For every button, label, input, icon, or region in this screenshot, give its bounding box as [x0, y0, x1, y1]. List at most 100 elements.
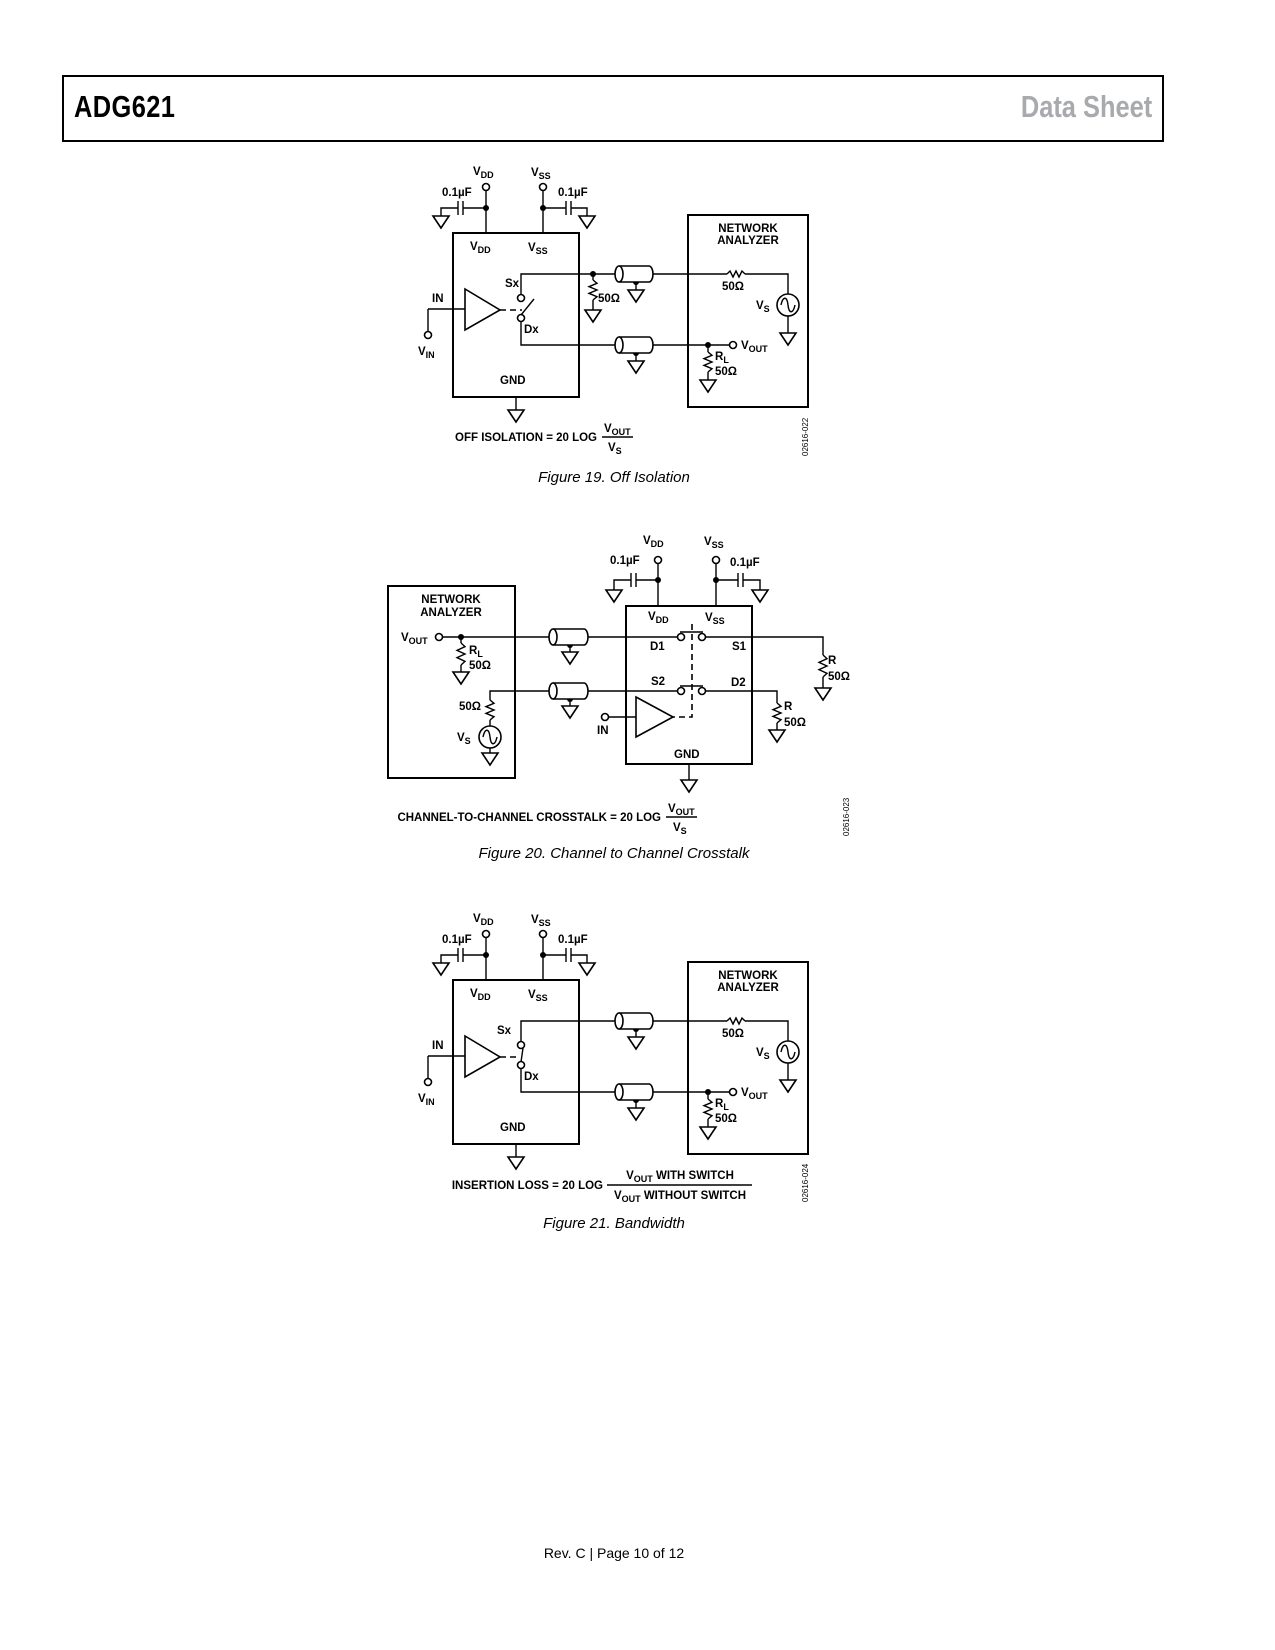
network-analyzer-box [387, 585, 516, 779]
ic-vdd-label: VDD [470, 988, 491, 1002]
figure-code: 02616-024 [801, 1163, 810, 1202]
wire [745, 1020, 789, 1041]
ic-package [452, 979, 580, 1145]
ground-icon [626, 289, 646, 304]
in-label: IN [432, 293, 444, 305]
sine-wave-icon [780, 1044, 796, 1060]
s1-label: S1 [732, 641, 747, 653]
figure-20-caption: Figure 20. Channel to Channel Crosstalk [478, 845, 750, 862]
dx-label: Dx [524, 1071, 539, 1083]
figure-20-crosstalk-diagram: VDD 0.1µF VSS 0.1µF VDD VSS D1 S1 S2 D2 … [387, 535, 851, 836]
capacitor-icon [630, 573, 637, 587]
capacitor-icon [565, 948, 572, 962]
ic-package [452, 232, 580, 398]
coax-cable-icon [553, 682, 589, 700]
figure-21-caption: Figure 21. Bandwidth [543, 1215, 685, 1232]
vs-label: VS [457, 732, 471, 746]
ground-icon [626, 360, 646, 375]
ground-icon [626, 1036, 646, 1051]
ground-icon [698, 379, 718, 394]
terminal-pin [676, 632, 686, 642]
formula-lhs: OFF ISOLATION = 20 LOG [455, 432, 597, 444]
termination-resistor-label: 50Ω [598, 293, 620, 305]
part-number: ADG621 [74, 89, 176, 124]
ic-vdd-label: VDD [648, 611, 669, 625]
terminal-pin [728, 1087, 738, 1097]
ground-icon [577, 215, 597, 230]
cap-label: 0.1µF [558, 934, 588, 946]
ground-icon [480, 752, 500, 767]
coax-cable-icon [619, 1012, 654, 1030]
ground-icon [750, 589, 770, 604]
ground-icon [577, 962, 597, 977]
rl-label: RL [715, 351, 729, 365]
sine-wave-icon [780, 297, 796, 313]
rl-label: RL [469, 645, 483, 659]
formula-denominator: VS [608, 442, 622, 456]
ground-icon [813, 687, 833, 702]
vss-pin-label: VSS [531, 167, 551, 181]
resistor-icon [726, 1016, 746, 1026]
source-resistor-label: 50Ω [459, 701, 481, 713]
buffer-driver-icon [464, 287, 502, 332]
ground-icon [560, 651, 580, 666]
capacitor-icon [737, 573, 744, 587]
terminal-pin [538, 929, 548, 939]
coax-end [614, 1012, 624, 1030]
formula-lhs: INSERTION LOSS = 20 LOG [452, 1180, 603, 1192]
vdd-pin-label: VDD [473, 913, 494, 927]
wire [571, 207, 588, 216]
formula-denominator: VOUT WITHOUT SWITCH [614, 1190, 746, 1204]
wire [520, 321, 615, 346]
wire [440, 954, 458, 963]
ground-icon [451, 671, 471, 686]
coax-end [614, 265, 624, 283]
in-label: IN [432, 1040, 444, 1052]
page-footer: Rev. C | Page 10 of 12 [543, 1545, 685, 1561]
coax-end [548, 682, 558, 700]
rl-value-label: 50Ω [715, 1113, 737, 1125]
d1-label: D1 [650, 641, 665, 653]
analyzer-label-1: NETWORK [718, 970, 778, 982]
wire [520, 1020, 615, 1042]
ic-package [625, 605, 753, 765]
terminal-pin [600, 712, 610, 722]
buffer-driver-icon [635, 695, 675, 739]
capacitor-icon [457, 201, 464, 215]
resistor-icon [455, 642, 467, 666]
sine-wave-icon [482, 729, 498, 745]
rl-value-label: 50Ω [469, 660, 491, 672]
rl-label: RL [715, 1098, 729, 1112]
figure-code: 02616-023 [842, 797, 851, 836]
network-analyzer-box [687, 961, 809, 1155]
cap-label: 0.1µF [610, 555, 640, 567]
figure-19-off-isolation-diagram: VDD 0.1µF VSS 0.1µF VDD VSS Sx IN Dx VIN… [418, 166, 810, 456]
ground-icon [778, 332, 798, 347]
wire [613, 579, 631, 590]
analyzer-label-2: ANALYZER [717, 982, 779, 994]
ground-icon [583, 309, 603, 324]
terminal-pin [516, 1040, 526, 1050]
terminal-pin [538, 182, 548, 192]
wire [705, 690, 778, 703]
ic-vss-label: VSS [705, 612, 725, 626]
analyzer-label-1: NETWORK [718, 223, 778, 235]
terminal-pin [711, 555, 721, 565]
capacitor-icon [565, 201, 572, 215]
resistor-icon [817, 654, 829, 678]
sx-label: Sx [497, 1025, 512, 1037]
coax-cable-icon [619, 1083, 654, 1101]
vout-label: VOUT [401, 632, 428, 646]
in-label: IN [597, 725, 609, 737]
terminal-pin [516, 313, 526, 323]
terminal-pin [516, 1060, 526, 1070]
capacitor-icon [457, 948, 464, 962]
s2-label: S2 [651, 676, 665, 688]
terminal-pin [697, 686, 707, 696]
wire [743, 579, 761, 590]
analyzer-label-1: NETWORK [421, 594, 481, 606]
formula-denominator: VS [673, 822, 687, 836]
terminal-pin [423, 1077, 433, 1087]
analyzer-label-2: ANALYZER [420, 607, 482, 619]
